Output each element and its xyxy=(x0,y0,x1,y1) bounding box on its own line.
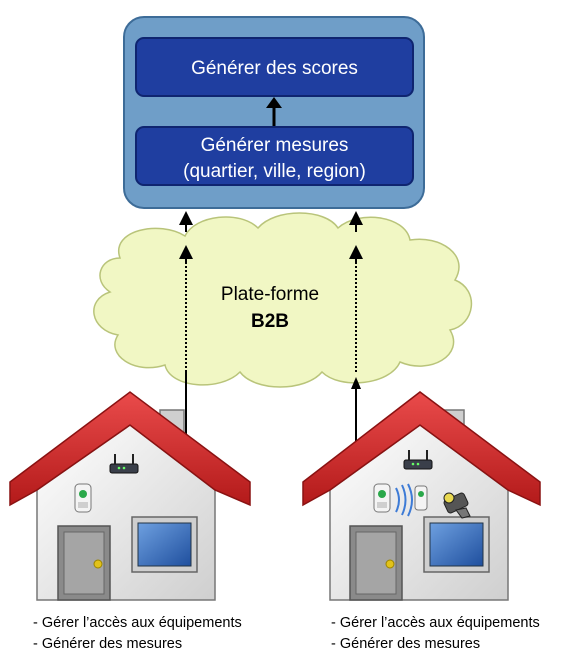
generate-scores-label: Générer des scores xyxy=(191,58,358,79)
house-right-text-line1: - Gérer l’accès aux équipements xyxy=(331,615,540,631)
cloud-label-line2: B2B xyxy=(251,311,289,332)
door-knob xyxy=(93,559,103,569)
internal-arrow-head xyxy=(266,97,282,108)
motion-sensor-icon xyxy=(373,483,391,513)
house-left: - Gérer l’accès aux équipements - Génére… xyxy=(9,391,251,652)
generate-measures-box: Générer mesures (quartier, ville, region… xyxy=(135,126,414,186)
house-left-text-line2: - Générer des mesures xyxy=(33,636,182,652)
cloud-platform: Plate-forme B2B xyxy=(93,212,472,388)
house-roof xyxy=(302,391,541,507)
cloud-label-line1: Plate-forme xyxy=(221,284,319,305)
generate-measures-label-line1: Générer mesures xyxy=(201,135,349,156)
door-knob xyxy=(385,559,395,569)
house-roof xyxy=(9,391,251,507)
generate-measures-label-line2: (quartier, ville, region) xyxy=(183,161,366,182)
server-block: Générer des scores Générer mesures (quar… xyxy=(123,16,425,209)
wireless-sensor-icon xyxy=(395,483,428,517)
camera-icon xyxy=(443,492,471,519)
house-right: - Gérer l’accès aux équipements - Génére… xyxy=(302,391,541,652)
router-icon xyxy=(109,454,139,474)
motion-sensor-icon xyxy=(74,483,92,513)
router-icon xyxy=(403,450,433,470)
house-right-text-line2: - Générer des mesures xyxy=(331,636,480,652)
house-left-text-line1: - Gérer l’accès aux équipements xyxy=(33,615,242,631)
generate-scores-box: Générer des scores xyxy=(135,37,414,97)
